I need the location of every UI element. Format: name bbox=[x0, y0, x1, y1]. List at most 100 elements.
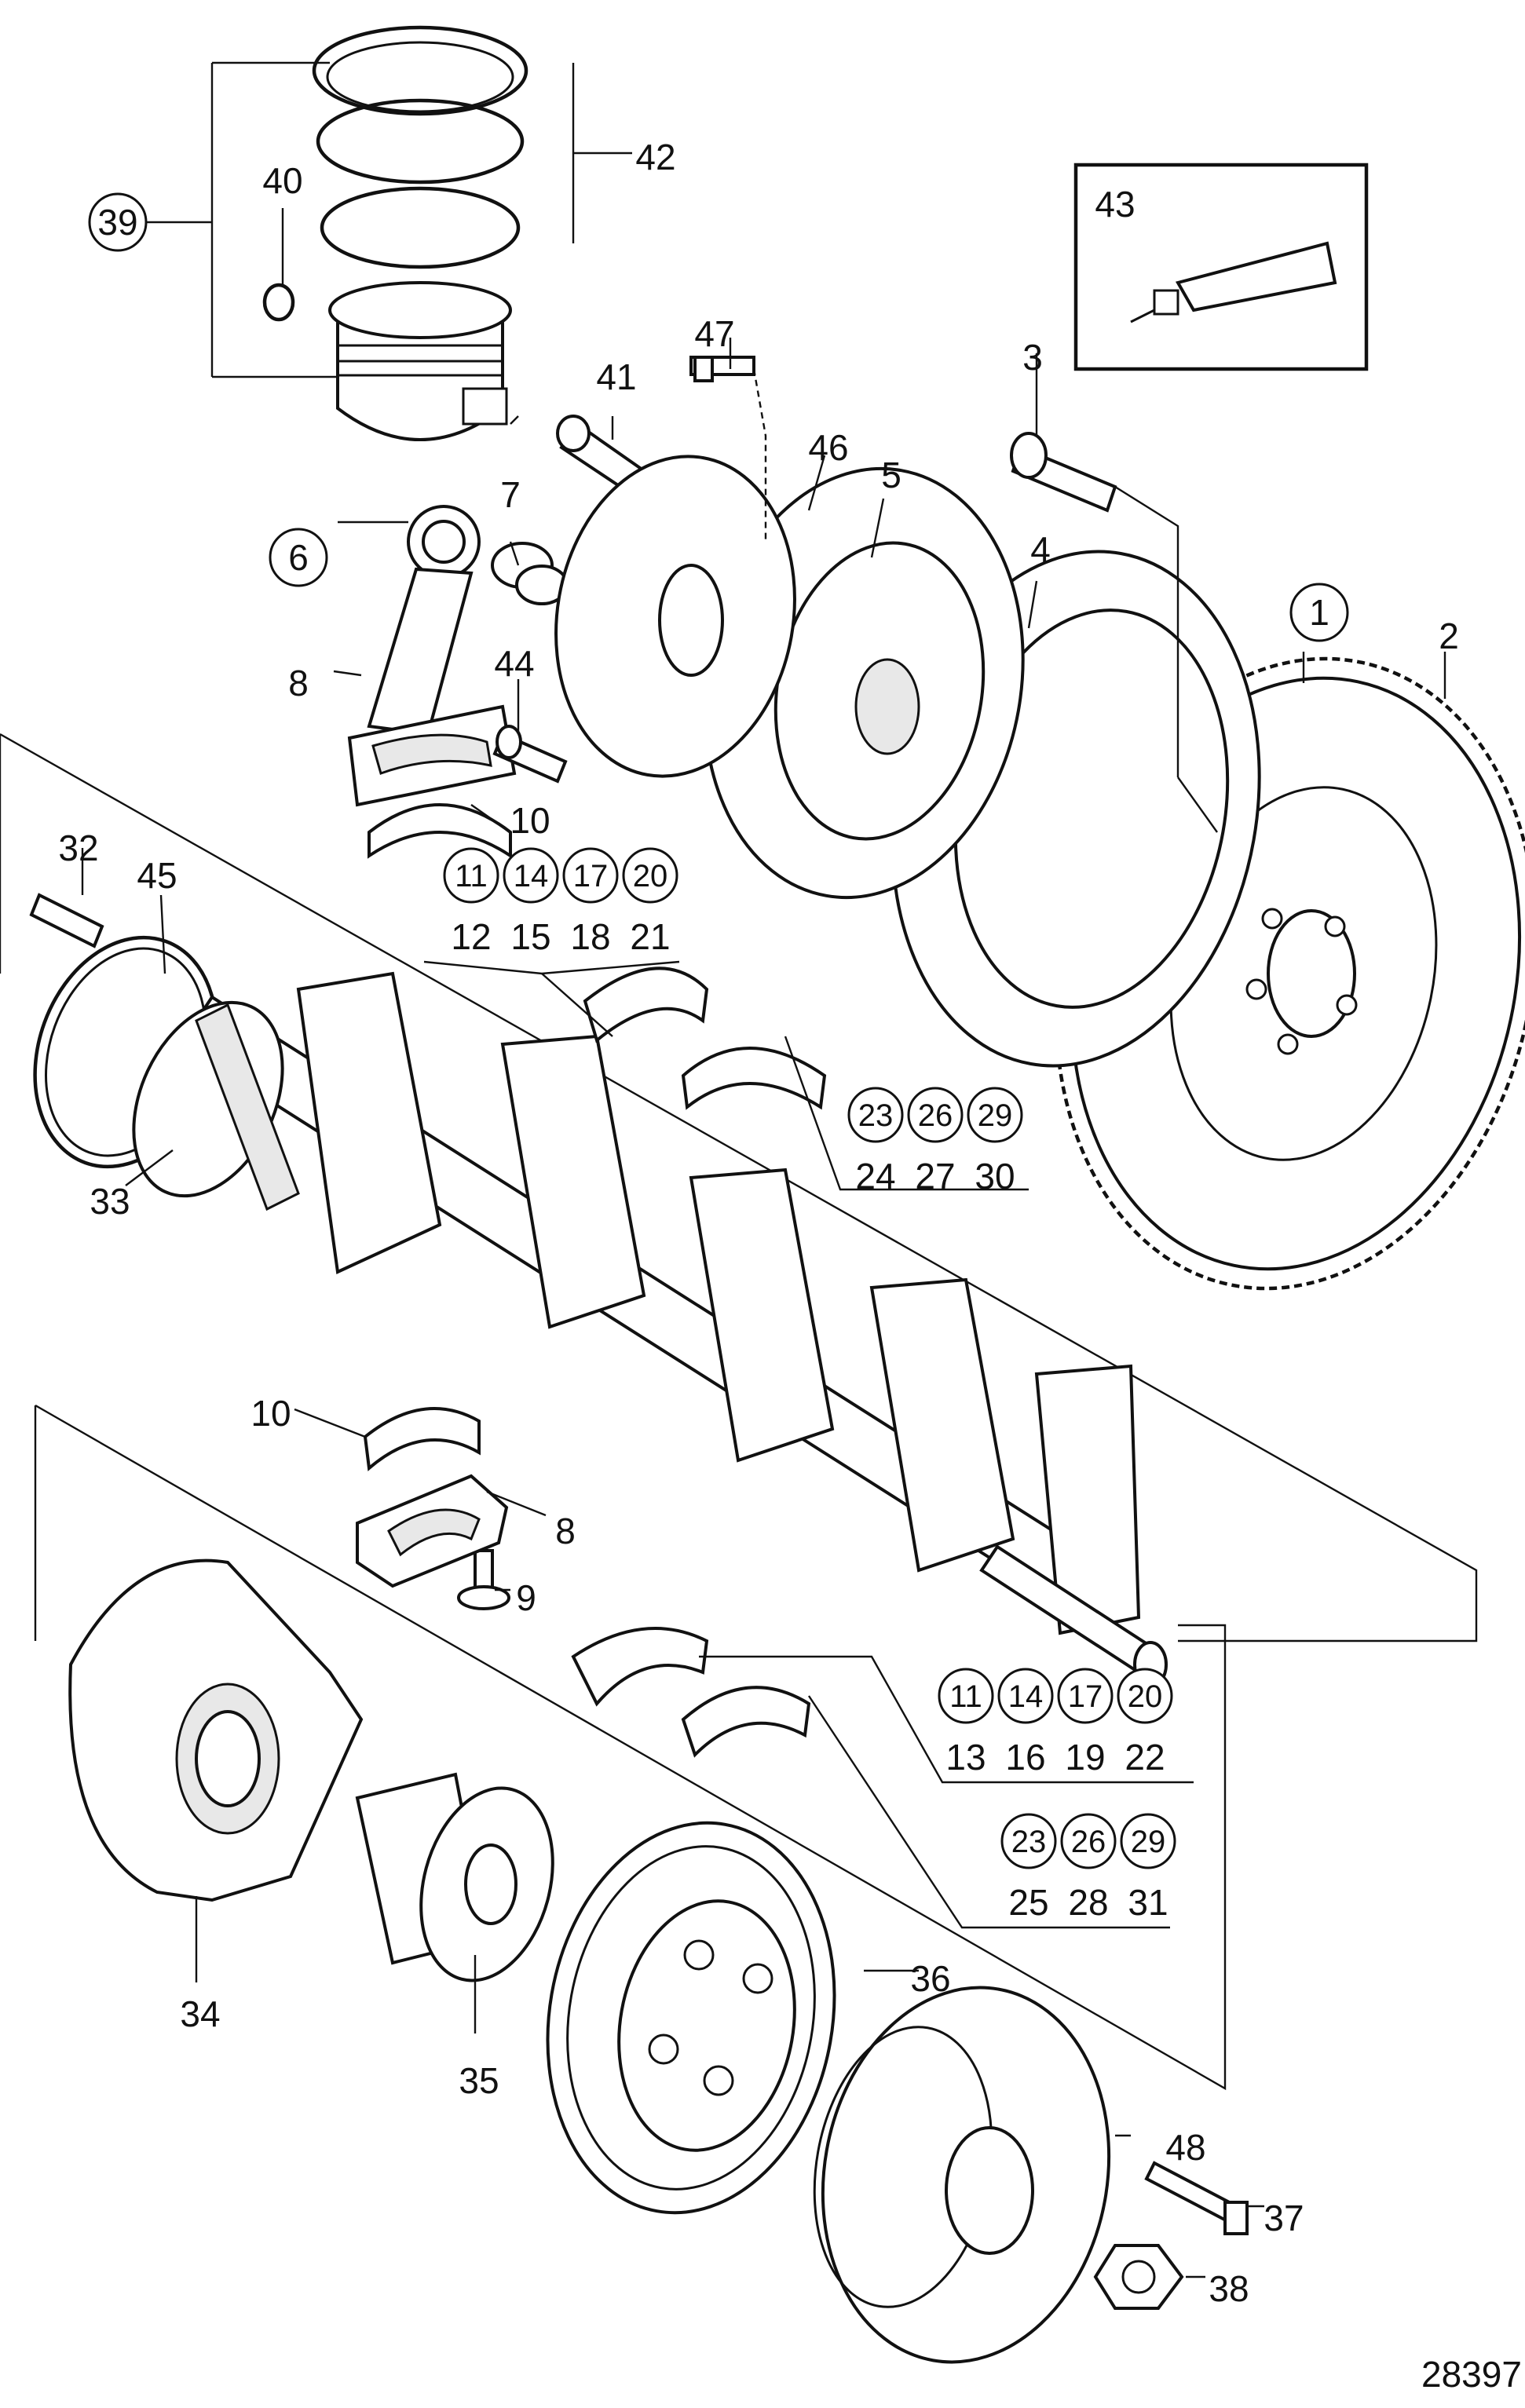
callout-number: 35 bbox=[459, 2060, 499, 2101]
group-circle bbox=[622, 847, 678, 904]
group-circle bbox=[967, 1087, 1023, 1143]
drawing-number: 28397 bbox=[1421, 2354, 1522, 2395]
callout-number: 36 bbox=[910, 1958, 950, 1999]
damper-pulley bbox=[546, 1821, 836, 2215]
group-circled-number: 20 bbox=[1128, 1679, 1163, 1714]
crankshaft bbox=[132, 971, 1168, 1688]
nut-38 bbox=[1093, 2244, 1184, 2310]
callout-3: 3 bbox=[1022, 337, 1043, 378]
callout-number: 6 bbox=[288, 537, 309, 578]
bearing-shell-main-upper bbox=[583, 966, 827, 1110]
bolt-37 bbox=[1144, 2161, 1249, 2235]
callout-number: 8 bbox=[555, 1511, 576, 1551]
small-end-bushing bbox=[491, 542, 569, 605]
callout-8: 8 bbox=[288, 663, 309, 703]
leader-lines bbox=[81, 61, 1446, 2278]
group-plain-number: 16 bbox=[1005, 1737, 1045, 1778]
group-circled-number: 29 bbox=[978, 1098, 1013, 1133]
group-circled-number: 14 bbox=[514, 859, 549, 893]
timing-cover bbox=[68, 1558, 364, 1902]
callout-38: 38 bbox=[1209, 2268, 1249, 2309]
callout-7: 7 bbox=[500, 474, 521, 515]
callout-8: 8 bbox=[555, 1511, 576, 1551]
callout-number: 42 bbox=[635, 137, 675, 177]
group-plain-number: 15 bbox=[510, 916, 550, 957]
group-circled-number: 23 bbox=[1011, 1825, 1047, 1859]
group-circled-number: 23 bbox=[858, 1098, 894, 1133]
callout-number: 32 bbox=[58, 828, 98, 868]
callout-number: 48 bbox=[1165, 2127, 1205, 2168]
callout-number: 10 bbox=[510, 800, 550, 841]
circlip bbox=[262, 283, 295, 322]
group-circled-number: 17 bbox=[1068, 1679, 1103, 1714]
callout-40: 40 bbox=[262, 160, 302, 201]
group-plain-number: 25 bbox=[1008, 1882, 1048, 1923]
callout-34: 34 bbox=[180, 1993, 220, 2034]
bearing-shell-main-lower bbox=[571, 1627, 811, 1758]
group-plain-number: 18 bbox=[570, 916, 610, 957]
callout-number: 38 bbox=[1209, 2268, 1249, 2309]
group-circle bbox=[997, 1668, 1054, 1724]
callout-number: 46 bbox=[808, 427, 848, 468]
bearing-group-brackets bbox=[423, 960, 1194, 1929]
callout-10: 10 bbox=[251, 1393, 291, 1434]
pulley-group-frame bbox=[34, 1404, 1227, 2091]
callout-9: 9 bbox=[516, 1577, 536, 1618]
callout-41: 41 bbox=[596, 356, 636, 397]
callout-33: 33 bbox=[90, 1181, 130, 1222]
group-circle bbox=[562, 847, 619, 904]
group-circle bbox=[1117, 1668, 1173, 1724]
callout-36: 36 bbox=[910, 1958, 950, 1999]
callout-2: 2 bbox=[1439, 616, 1459, 656]
group-circled-number: 26 bbox=[918, 1098, 953, 1133]
callout-43: 43 bbox=[1095, 184, 1135, 225]
callout-37: 37 bbox=[1264, 2198, 1304, 2238]
sealant-box bbox=[1073, 163, 1369, 371]
callout-number: 10 bbox=[251, 1393, 291, 1434]
group-plain-number: 21 bbox=[630, 916, 670, 957]
callout-number: 41 bbox=[596, 356, 636, 397]
flywheel-ring bbox=[890, 550, 1261, 1068]
callout-42: 42 bbox=[635, 137, 675, 177]
group-plain-number: 12 bbox=[451, 916, 491, 957]
callout-number: 7 bbox=[500, 474, 521, 515]
piston-rings bbox=[312, 25, 528, 269]
callout-44: 44 bbox=[494, 643, 534, 684]
callout-48: 48 bbox=[1165, 2127, 1205, 2168]
group-circle bbox=[1120, 1813, 1176, 1869]
callout-number: 44 bbox=[494, 643, 534, 684]
group-circle bbox=[938, 1668, 994, 1724]
group-circle bbox=[1060, 1813, 1117, 1869]
group-plain-number: 22 bbox=[1125, 1737, 1165, 1778]
callout-10: 10 bbox=[510, 800, 550, 841]
callout-number: 45 bbox=[137, 855, 177, 896]
piston bbox=[328, 281, 512, 441]
callout-46: 46 bbox=[808, 427, 848, 468]
callout-number: 2 bbox=[1439, 616, 1459, 656]
callout-35: 35 bbox=[459, 2060, 499, 2101]
rod-cap bbox=[356, 1474, 509, 1588]
callout-6: 6 bbox=[269, 528, 328, 587]
group-plain-number: 30 bbox=[975, 1156, 1015, 1197]
callout-number: 1 bbox=[1309, 592, 1329, 633]
group-plain-number: 28 bbox=[1068, 1882, 1108, 1923]
callout-number: 33 bbox=[90, 1181, 130, 1222]
callout-circle bbox=[269, 528, 328, 587]
bolt-upper bbox=[689, 356, 755, 382]
callout-number: 5 bbox=[881, 455, 901, 495]
bearing-shell-rod-lower bbox=[363, 1407, 481, 1471]
outer-pulley bbox=[813, 1986, 1111, 2364]
callout-39: 39 bbox=[88, 192, 148, 252]
group-circled-number: 20 bbox=[633, 859, 668, 893]
callout-circle bbox=[1289, 583, 1349, 642]
callout-number: 8 bbox=[288, 663, 309, 703]
callout-number: 43 bbox=[1095, 184, 1135, 225]
callout-number: 47 bbox=[694, 313, 734, 354]
group-circled-number: 14 bbox=[1008, 1679, 1044, 1714]
